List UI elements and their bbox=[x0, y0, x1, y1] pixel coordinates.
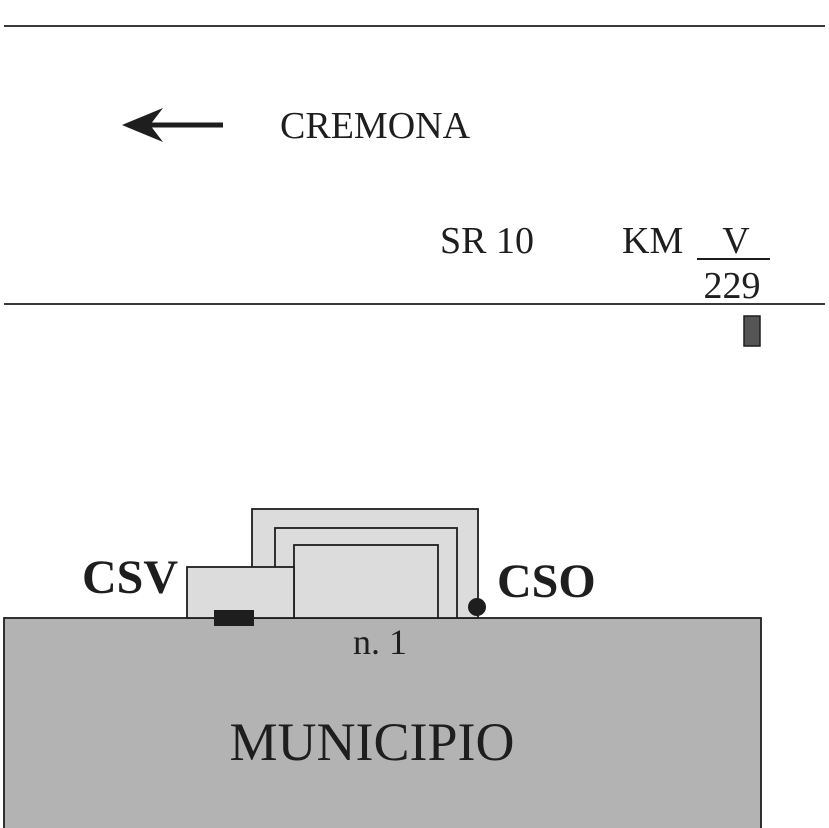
cso-marker bbox=[468, 598, 486, 616]
csv-label: CSV bbox=[82, 551, 178, 604]
csv-marker bbox=[214, 610, 254, 626]
km-number: 229 bbox=[704, 265, 761, 307]
km-marker-post bbox=[743, 315, 761, 347]
direction-label: CREMONA bbox=[280, 105, 471, 147]
road-name: SR 10 bbox=[440, 220, 534, 262]
km-label: KM bbox=[622, 220, 683, 262]
cso-label: CSO bbox=[497, 555, 596, 608]
cabinet-inner bbox=[293, 544, 439, 619]
arrow-left-icon bbox=[122, 108, 223, 142]
building bbox=[186, 508, 486, 626]
km-roman: V bbox=[722, 220, 750, 262]
municipio-label: MUNICIPIO bbox=[229, 712, 514, 772]
municipio-block bbox=[3, 617, 762, 828]
building-number: n. 1 bbox=[353, 622, 407, 662]
